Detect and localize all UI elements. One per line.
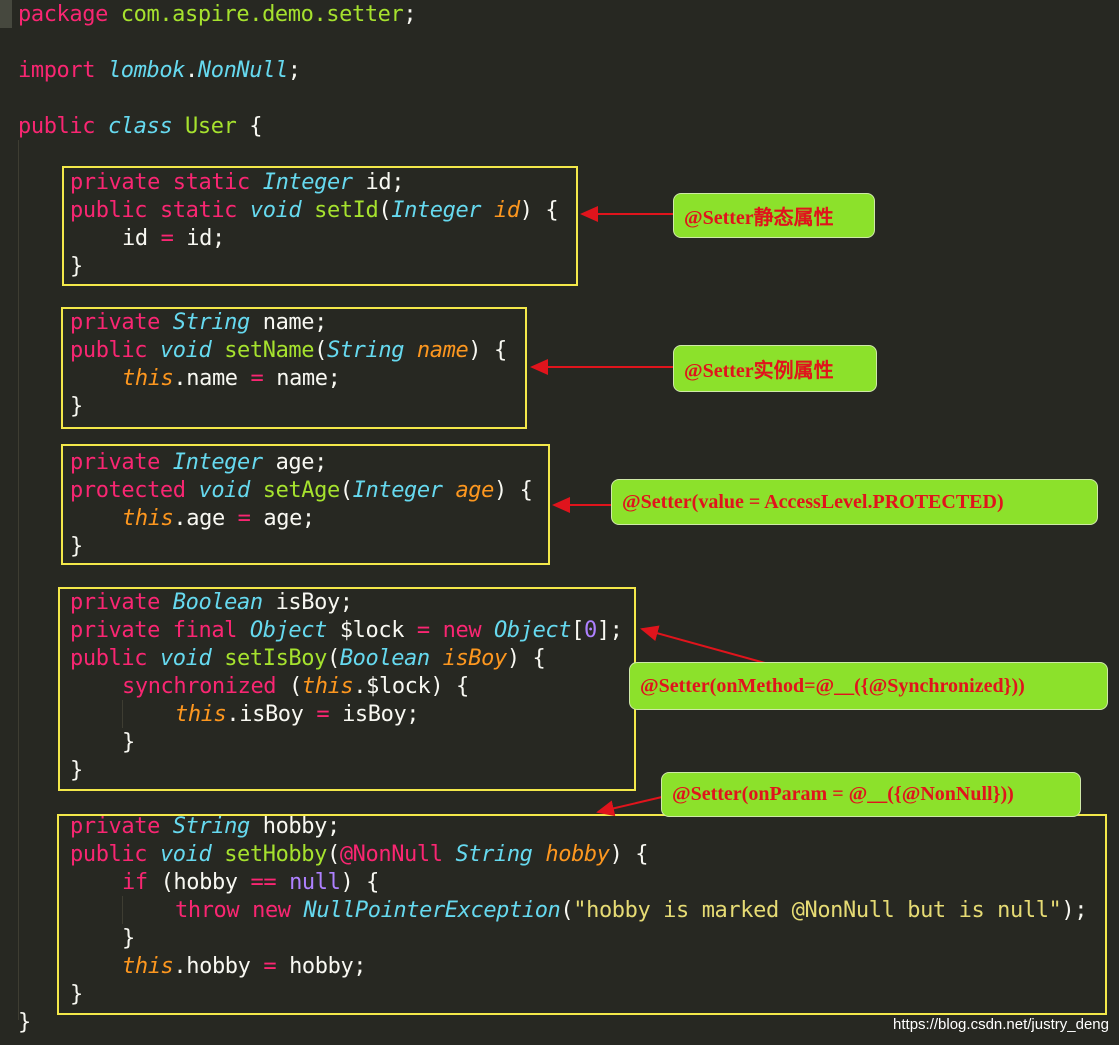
code-line-setid-body[interactable]: id = id; [122,226,225,251]
callout-static-setter: @Setter静态属性 [673,193,875,238]
code-line-setname-signature[interactable]: public void setName(String name) { [70,338,507,363]
highlight-box-onparam-setter [57,814,1107,1015]
code-line-setage-signature[interactable]: protected void setAge(Integer age) { [70,478,533,503]
code-line-close-brace[interactable]: } [70,534,83,559]
code-line-close-brace[interactable]: } [70,254,83,279]
highlight-box-onmethod-setter [58,587,636,791]
code-line-setname-body[interactable]: this.name = name; [122,366,341,391]
code-line-close-brace[interactable]: } [122,730,135,755]
code-line-hobby-field[interactable]: private String hobby; [70,814,340,839]
highlight-box-protected-setter [61,444,550,565]
code-line-sethobby-body[interactable]: this.hobby = hobby; [122,954,367,979]
callout-protected-setter: @Setter(value = AccessLevel.PROTECTED) [611,479,1098,525]
code-line-close-brace[interactable]: } [70,394,83,419]
indent-guide [122,896,123,924]
indent-guide [122,700,123,728]
code-line-close-brace[interactable]: } [122,926,135,951]
code-line-isboy-field[interactable]: private Boolean isBoy; [70,590,353,615]
indent-guide [18,140,19,1020]
code-line-class-close[interactable]: } [18,1010,31,1035]
code-line-synchronized[interactable]: synchronized (this.$lock) { [122,674,469,699]
current-line-marker [0,0,12,28]
code-line-id-field[interactable]: private static Integer id; [70,170,405,195]
code-line-setage-body[interactable]: this.age = age; [122,506,315,531]
code-line-package[interactable]: package com.aspire.demo.setter; [18,2,417,27]
watermark: https://blog.csdn.net/justry_deng [893,1016,1109,1033]
code-line-setisboy-signature[interactable]: public void setIsBoy(Boolean isBoy) { [70,646,546,671]
callout-instance-setter: @Setter实例属性 [673,345,877,392]
code-line-throw[interactable]: throw new NullPointerException("hobby is… [175,898,1088,923]
code-line-name-field[interactable]: private String name; [70,310,327,335]
highlight-box-instance-setter [61,307,527,429]
code-line-age-field[interactable]: private Integer age; [70,450,327,475]
callout-onparam-setter: @Setter(onParam = @__({@NonNull})) [661,772,1081,817]
callout-onmethod-setter: @Setter(onMethod=@__({@Synchronized})) [629,662,1108,710]
code-line-sethobby-signature[interactable]: public void setHobby(@NonNull String hob… [70,842,649,867]
code-line-setid-signature[interactable]: public static void setId(Integer id) { [70,198,559,223]
code-line-import[interactable]: import lombok.NonNull; [18,58,301,83]
code-line-setisboy-body[interactable]: this.isBoy = isBoy; [175,702,420,727]
code-line-close-brace[interactable]: } [70,982,83,1007]
code-line-null-check[interactable]: if (hobby == null) { [122,870,380,895]
code-line-class-decl[interactable]: public class User { [18,114,263,139]
code-line-lock-field[interactable]: private final Object $lock = new Object[… [70,618,623,643]
code-line-close-brace[interactable]: } [70,758,83,783]
highlight-box-static-setter [62,166,578,286]
